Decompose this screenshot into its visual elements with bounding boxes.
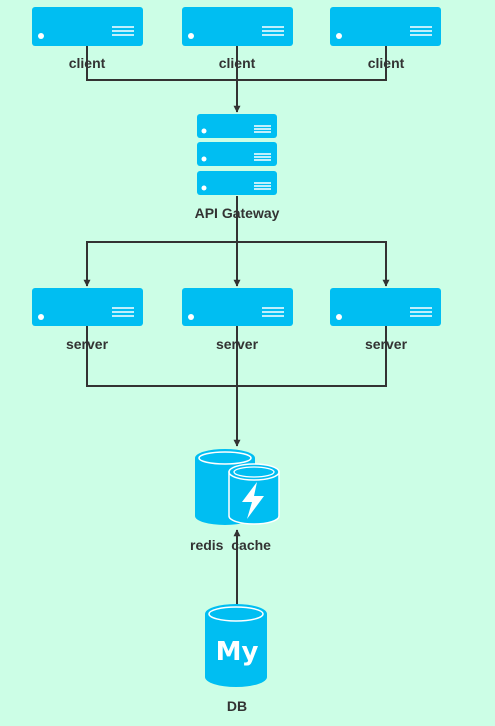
- server-label-2: server: [215, 336, 259, 352]
- gateway-connectors: [83, 196, 390, 287]
- server-node-1[interactable]: [32, 288, 143, 326]
- client-connectors: [86, 46, 387, 113]
- server-1-line: [86, 326, 237, 387]
- server-label-3: server: [364, 336, 408, 352]
- db-label: DB: [226, 698, 248, 714]
- gateway-rack-unit-3: [197, 171, 277, 195]
- gateway-branch-left-arrow: [83, 241, 237, 287]
- cache-label: redis cache: [190, 537, 271, 553]
- gateway-node[interactable]: [197, 114, 277, 195]
- client-node-1[interactable]: [32, 7, 143, 46]
- server-node-3[interactable]: [330, 288, 441, 326]
- lightning-bolt-icon: [242, 482, 264, 519]
- server-connectors: [86, 326, 387, 447]
- client-node-3[interactable]: [330, 7, 441, 46]
- mysql-logo-icon: My: [216, 637, 259, 667]
- gateway-branch-right-arrow: [237, 241, 390, 287]
- client-3-line: [237, 46, 387, 81]
- client-1-line: [86, 46, 237, 81]
- db-node[interactable]: My: [205, 604, 267, 687]
- server-node-2[interactable]: [182, 288, 293, 326]
- server-3-line: [237, 326, 387, 387]
- gateway-rack-unit-1: [197, 114, 277, 138]
- client-label-3: client: [367, 55, 405, 71]
- client-node-2[interactable]: [182, 7, 293, 46]
- client-label-2: client: [218, 55, 256, 71]
- client-label-1: client: [68, 55, 106, 71]
- gateway-label: API Gateway: [194, 205, 280, 221]
- server-label-1: server: [65, 336, 109, 352]
- gateway-rack-unit-2: [197, 142, 277, 166]
- cache-node[interactable]: [195, 449, 280, 525]
